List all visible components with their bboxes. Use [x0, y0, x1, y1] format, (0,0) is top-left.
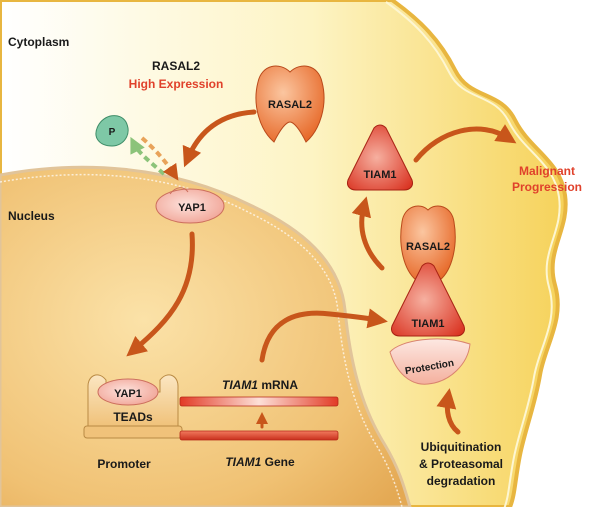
degradation-line3: degradation [427, 474, 496, 488]
rasal2-top-label: RASAL2 [268, 99, 312, 111]
cytoplasm-label: Cytoplasm [8, 35, 69, 49]
arrow-rasal2-to-yap1 [182, 109, 257, 168]
promoter-label: Promoter [97, 457, 151, 471]
rasal2-header-label: RASAL2 [152, 59, 200, 73]
tiam1-protein-top: TIAM1 [347, 124, 413, 191]
tiam1-complex-label: TIAM1 [412, 318, 445, 330]
rasal2-tiam1-complex: RASAL2 TIAM1 Protection [389, 205, 471, 385]
arrow-complex-to-tiam1 [351, 196, 385, 271]
tiam1-top-label: TIAM1 [364, 169, 397, 181]
malignant-label-line1: Malignant [519, 164, 575, 178]
tead-yap1-complex: TEADs YAP1 [83, 374, 183, 439]
arrow-tiam1-to-malignant [413, 124, 517, 163]
cell-membrane-inner [385, 1, 561, 507]
degradation-line2: & Proteasomal [419, 457, 503, 471]
arrow-phosphorylation [130, 136, 166, 176]
arrow-phosphate-to-yap1 [140, 136, 179, 181]
rasal2-complex-label: RASAL2 [406, 241, 450, 253]
yap1-cytoplasm: YAP1 [155, 187, 225, 224]
phosphate-group: P [95, 115, 129, 147]
tiam1-mrna-label: TIAM1 mRNA [222, 378, 298, 392]
yap1-cytoplasm-label: YAP1 [178, 202, 206, 214]
arrow-yap1-to-nucleus [126, 231, 195, 357]
pathway-arrows [126, 109, 517, 435]
tiam1-gene-label: TIAM1 Gene [225, 455, 295, 469]
nucleus-label: Nucleus [8, 209, 55, 223]
rasal2-protein-top: RASAL2 [255, 65, 325, 143]
degradation-line1: Ubiquitination [421, 440, 502, 454]
high-expression-label: High Expression [129, 77, 224, 91]
nuclear-envelope [0, 173, 403, 507]
tiam1-mrna-bar [179, 396, 339, 407]
arrow-mrna-to-tiam1 [259, 308, 388, 363]
tiam1-gene-bar [179, 430, 339, 441]
malignant-label-line2: Progression [512, 180, 582, 194]
teads-label: TEADs [113, 410, 153, 424]
phosphate-label: P [109, 127, 116, 138]
arrow-degradation-to-protection [436, 388, 461, 435]
yap1-nucleus-label: YAP1 [114, 388, 142, 400]
